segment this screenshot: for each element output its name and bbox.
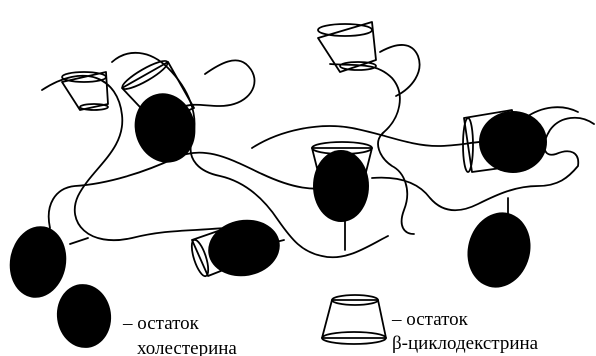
legend-cyclodextrin-label-line1: – остаток: [391, 309, 469, 330]
polymer-chain: [70, 238, 88, 244]
cholesterol-residue: [459, 205, 539, 294]
cholesterol-residue: [4, 222, 72, 303]
legend-cyclodextrin-label-line2: β-циклодекстрина: [392, 333, 539, 354]
polymer-chain: [252, 126, 494, 148]
cholesterol-residue: [313, 150, 369, 222]
polymer-chain: [180, 60, 255, 108]
legend-cholesterol-label-line2: холестерина: [137, 338, 237, 356]
legend-cyclodextrin-icon: [322, 295, 386, 344]
cholesterol-residue: [479, 111, 547, 173]
legend-cholesterol-icon: [53, 281, 115, 352]
polymer-chain: [49, 153, 338, 228]
legend-cholesterol-label-line1: – остаток: [122, 313, 200, 334]
polymer-chain: [380, 45, 420, 96]
polymer-chain: [525, 107, 578, 118]
polymer-chain: [42, 76, 242, 240]
cholesterol-residue: [204, 214, 285, 282]
